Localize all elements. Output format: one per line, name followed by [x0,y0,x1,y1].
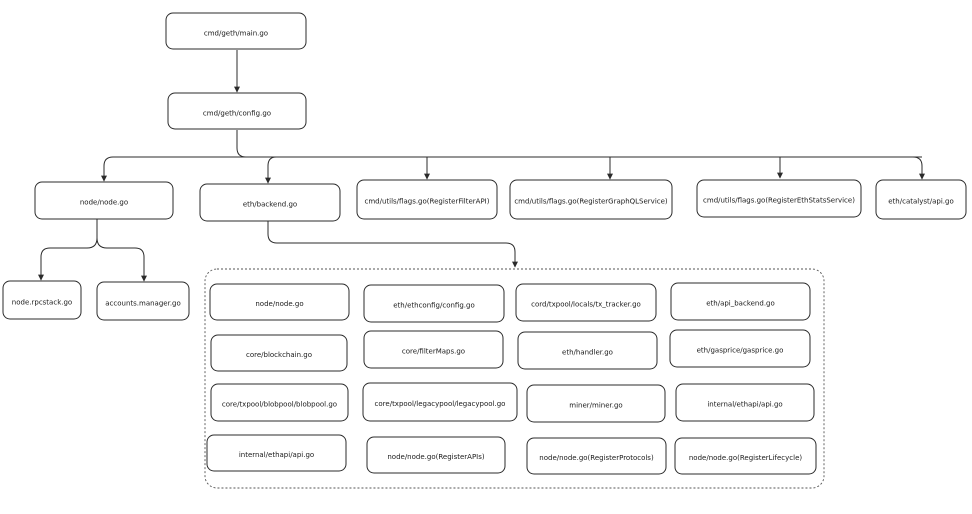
node-backend-label: eth/backend.go [243,201,297,209]
group-node-handler[interactable]: eth/handler.go [517,331,658,370]
node-graphql-label: cmd/utils/flags.go(RegisterGraphQLServic… [514,198,668,206]
node-accounts-label: accounts.manager.go [105,300,181,308]
group-node-ethapi-api-left[interactable]: internal/ethapi/api.go [206,434,347,472]
node-ethstats-label: cmd/utils/flags.go(RegisterEthStatsServi… [703,197,855,205]
node-rpcstack[interactable]: node.rpcstack.go [2,280,82,320]
group-node-miner[interactable]: miner/miner.go [526,384,666,423]
group-node-register-apis[interactable]: node/node.go(RegisterAPIs) [366,436,506,474]
edge-config-trunk [236,130,922,158]
edge-to-catalyst [912,156,925,180]
group-node-legacypool-label: core/txpool/legacypool/legacypool.go [375,400,506,408]
group-node-ethapi-api-right[interactable]: internal/ethapi/api.go [675,383,815,422]
group-node-filtermaps-label: core/filterMaps.go [402,348,465,356]
group-node-register-lifecycle-label: node/node.go(RegisterLifecycle) [689,454,803,462]
node-config-label: cmd/geth/config.go [203,110,271,118]
node-catalyst[interactable]: eth/catalyst/api.go [875,179,967,220]
group-node-api-backend-label: eth/api_backend.go [706,300,775,308]
group-node-gasprice-label: eth/gasprice/gasprice.go [697,347,784,355]
group-node-miner-label: miner/miner.go [569,402,622,410]
node-node[interactable]: node/node.go [34,181,174,220]
edge-node-to-accounts [96,237,147,282]
edge-to-node [101,156,237,182]
group-node-ethconfig-label: eth/ethconfig/config.go [393,302,474,310]
edge-to-backend [237,156,277,184]
group-node-blobpool-label: core/txpool/blobpool/blobpool.go [222,401,337,409]
group-node-register-apis-label: node/node.go(RegisterAPIs) [387,453,485,461]
node-ethstats[interactable]: cmd/utils/flags.go(RegisterEthStatsServi… [696,179,862,218]
backend-components-group [204,268,825,489]
group-node-filtermaps[interactable]: core/filterMaps.go [363,330,504,369]
group-node-tx-tracker-label: cord/txpool/locals/tx_tracker.go [531,301,641,309]
group-node-ethapi-api-left-label: internal/ethapi/api.go [239,451,314,459]
group-node-legacypool[interactable]: core/txpool/legacypool/legacypool.go [362,382,518,422]
node-main[interactable]: cmd/geth/main.go [165,12,307,50]
group-node-blockchain[interactable]: core/blockchain.go [210,334,348,372]
node-config[interactable]: cmd/geth/config.go [167,92,307,130]
edge-backend-to-group [267,221,518,268]
node-filter-api-label: cmd/utils/flags.go(RegisterFilterAPI) [365,198,490,206]
edges [38,50,925,282]
edge-node-split [38,219,98,281]
group-node-ethconfig[interactable]: eth/ethconfig/config.go [363,284,505,323]
node-main-label: cmd/geth/main.go [204,30,268,38]
node-catalyst-label: eth/catalyst/api.go [888,198,954,206]
group-node-node-label: node/node.go [255,300,303,308]
group-node-handler-label: eth/handler.go [562,349,613,357]
group-node-blobpool[interactable]: core/txpool/blobpool/blobpool.go [210,383,349,422]
node-node-label: node/node.go [80,199,128,207]
group-node-blockchain-label: core/blockchain.go [246,351,312,359]
group-node-ethapi-api-right-label: internal/ethapi/api.go [707,401,782,409]
group-node-register-protocols-label: node/node.go(RegisterProtocols) [539,454,654,462]
node-backend[interactable]: eth/backend.go [199,183,341,222]
group-node-tx-tracker[interactable]: cord/txpool/locals/tx_tracker.go [515,283,657,322]
group-node-api-backend[interactable]: eth/api_backend.go [670,282,811,321]
group-node-register-protocols[interactable]: node/node.go(RegisterProtocols) [526,437,667,475]
node-rpcstack-label: node.rpcstack.go [12,299,72,307]
node-filter-api[interactable]: cmd/utils/flags.go(RegisterFilterAPI) [356,179,498,220]
group-node-node[interactable]: node/node.go [209,283,350,321]
node-graphql[interactable]: cmd/utils/flags.go(RegisterGraphQLServic… [509,179,673,220]
node-accounts[interactable]: accounts.manager.go [96,281,190,321]
group-node-gasprice[interactable]: eth/gasprice/gasprice.go [669,329,811,368]
group-node-register-lifecycle[interactable]: node/node.go(RegisterLifecycle) [674,437,817,475]
